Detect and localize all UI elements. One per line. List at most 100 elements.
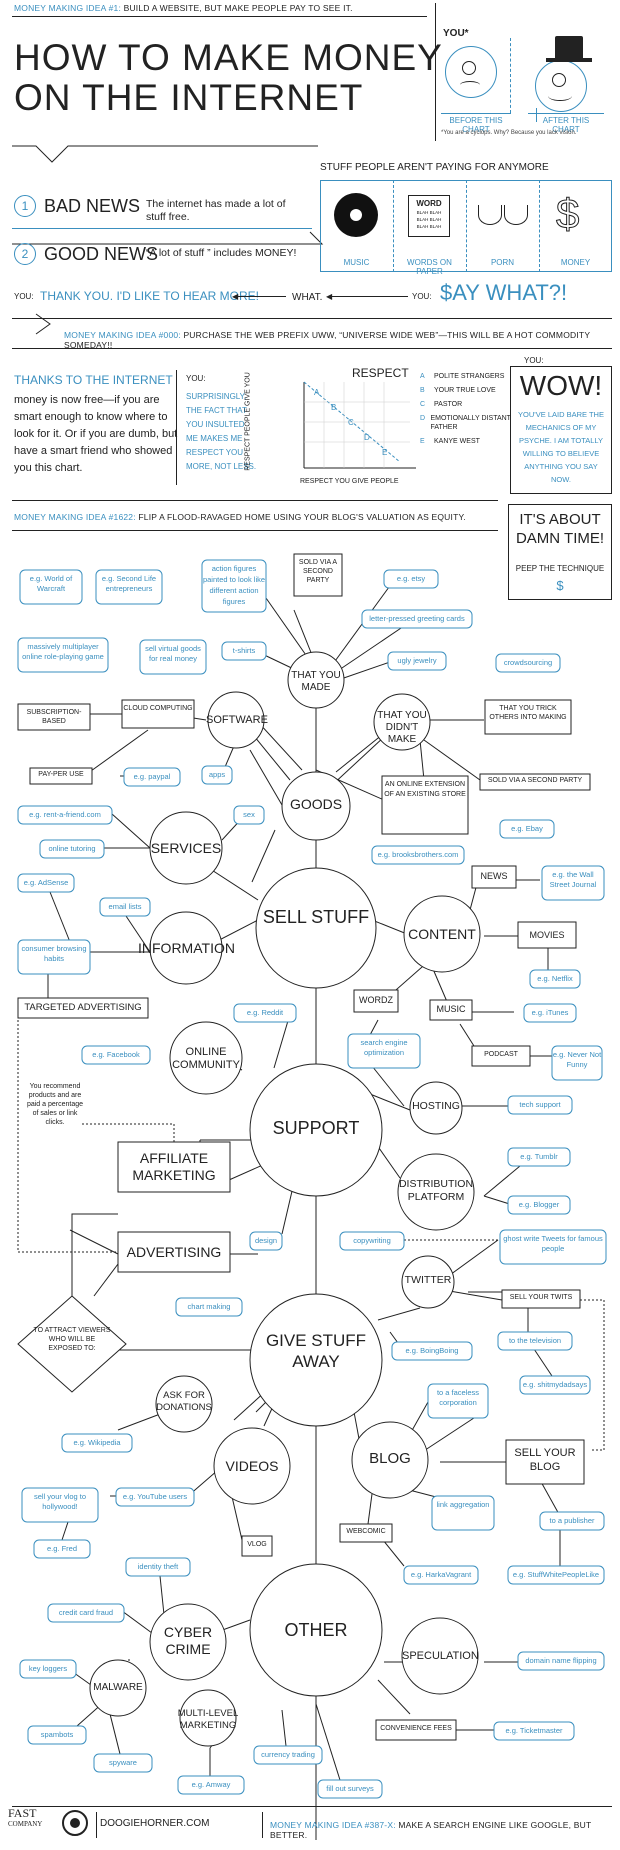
thanks-internet-body: money is now free—if you are smart enoug… [14,394,178,474]
node-sell-stuff: SELL STUFF [262,907,370,927]
record-icon [334,193,378,237]
bad-news-text: The internet has made a lot of stuff fre… [146,198,286,223]
title-line-1: HOW TO MAKE MONEY [14,37,443,78]
node-news: NEWS [480,871,508,881]
example-label: e.g. Second Life entrepreneurs [101,574,157,593]
node-videos: VIDEOS [225,1458,279,1474]
chart-title: RESPECT [352,366,409,380]
item-label: MUSIC [343,258,370,267]
bad-news-title: BAD NEWS [44,196,141,216]
example-label: key loggers [28,1664,68,1673]
example-label: e.g. StuffWhitePeopleLike [512,1570,600,1579]
good-news-text: “A lot of stuff ” includes MONEY! [146,247,297,259]
node-software: SOFTWARE [206,714,268,726]
example-label: massively multiplayer online role-playin… [22,642,104,661]
divider [435,3,436,141]
node-sell-blog: SELL YOUR BLOG [514,1447,576,1473]
wow-text: YOU'VE LAID BARE THE MECHANICS OF MY PSY… [518,410,604,484]
page-title: HOW TO MAKE MONEY ON THE INTERNET [14,38,443,118]
node-information: INFORMATION [138,940,235,956]
affiliate-note: You recommend products and are paid a pe… [26,1083,84,1126]
eye-logo-icon [62,1810,88,1836]
example-label: e.g. rent-a-friend.com [29,810,101,819]
node-subscription: SUBSCRIPTION-BASED [26,709,82,725]
thanks-internet-title: THANKS TO THE INTERNET [14,373,173,387]
example-label: sex [243,810,255,819]
node-that-you-didnt: THAT YOU DIDN'T MAKE [377,710,427,745]
divider [12,228,312,229]
node-movies: MOVIES [529,930,565,940]
example-label: online tutoring [48,844,96,853]
chart-point: E [382,448,388,457]
node-wordz: WORDZ [359,995,393,1005]
chart-point: A [314,388,320,397]
idea-label: MONEY MAKING IDEA #1: [14,3,122,13]
example-label: spambots [40,1730,74,1739]
divider [12,348,612,349]
example-label: e.g. Amway [191,1780,231,1789]
example-label: sell virtual goods for real money [145,644,201,663]
after-label: AFTER THIS CHART [528,113,604,134]
node-convenience: CONVENIENCE FEES [380,1725,452,1732]
node-support: SUPPORT [272,1118,360,1138]
what-text: WHAT. [292,292,323,303]
you-label: YOU* [443,28,469,39]
porn-icon [476,205,530,227]
footnote: *You are a cyclops. Why? Because you lac… [441,130,577,136]
sad-face-icon [445,46,497,98]
node-hosting: HOSTING [412,1100,460,1112]
you-label: YOU: [524,356,544,365]
you-label: YOU: [412,292,432,301]
example-label: e.g. Fred [46,1544,77,1553]
example-label: e.g. Reddit [246,1008,284,1017]
example-label: link aggregation [436,1500,490,1509]
divider [12,318,612,319]
item-label: PORN [490,258,515,267]
node-sell-twits: SELL YOUR TWITS [509,1294,573,1301]
node-online-ext: AN ONLINE EXTENSION OF AN EXISTING STORE [384,781,466,798]
example-label: e.g. Tumblr [520,1152,558,1161]
node-content: CONTENT [408,926,476,942]
example-label: e.g. Netflix [537,974,573,983]
node-affiliate: AFFILIATE MARKETING [132,1150,216,1183]
you-label: YOU: [14,292,34,301]
example-label: t-shirts [232,646,256,655]
node-sold-via-b: SOLD VIA A SECOND PARTY [487,777,583,784]
site-link[interactable]: DOOGIEHORNER.COM [100,1818,210,1829]
example-label: design [254,1236,278,1245]
example-label: ugly jewelry [397,656,437,665]
chart-point: D [364,433,370,442]
example-label: e.g. HarkaVagrant [410,1570,472,1579]
example-label: e.g. Facebook [92,1050,140,1059]
fast-company-logo: FAST COMPANY [8,1806,43,1828]
idea-1622: MONEY MAKING IDEA #1622: FLIP A FLOOD-RA… [14,512,466,522]
wow-title: WOW! [519,370,603,401]
number-badge: 1 [14,195,36,217]
divider [12,1806,612,1807]
example-label: to the television [508,1336,562,1345]
node-to-attract: TO ATTRACT VIEWERS WHO WILL BE EXPOSED T… [33,1327,111,1352]
example-label: e.g. iTunes [531,1008,569,1017]
example-label: e.g. etsy [396,574,426,583]
node-cyber-crime: CYBER CRIME [163,1624,213,1657]
number-badge: 2 [14,243,36,265]
item-label: WORDS ON PAPER [407,258,452,276]
node-malware: MALWARE [93,1682,143,1693]
damn-box [508,504,612,600]
chart-point: C [348,418,354,427]
idea-000: MONEY MAKING IDEA #000: PURCHASE THE WEB… [64,330,591,350]
damn-sub: PEEP THE TECHNIQUE [515,564,605,573]
example-label: e.g. paypal [133,772,171,781]
example-label: to a faceless corporation [436,1388,480,1407]
say-what-text: $AY WHAT?! [440,280,568,305]
divider [536,108,537,122]
top-hat-icon [555,36,583,60]
divider [510,38,511,113]
example-label: e.g. Never Not Funny [552,1050,602,1069]
node-services: SERVICES [150,840,222,856]
example-label: action figures painted to look like diff… [202,564,266,606]
